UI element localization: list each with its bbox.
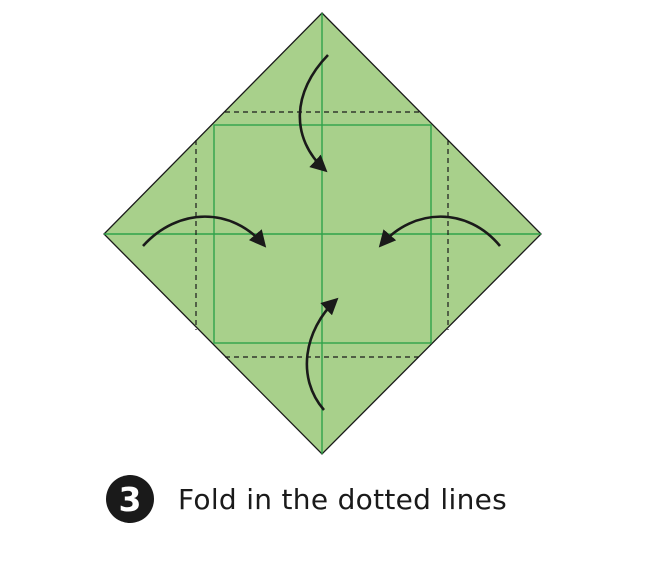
fold-arrow-icon-left	[142, 215, 267, 248]
fold-arrow-icon-right	[378, 215, 502, 248]
inner-square-crease	[213, 124, 432, 344]
fold-arrow-icon-top	[298, 54, 329, 173]
step-caption: 3 Fold in the dotted lines	[106, 475, 507, 523]
step-number-badge: 3	[106, 475, 154, 523]
fold-arrow-icon-bottom	[305, 297, 339, 411]
step-instruction: Fold in the dotted lines	[178, 482, 508, 516]
